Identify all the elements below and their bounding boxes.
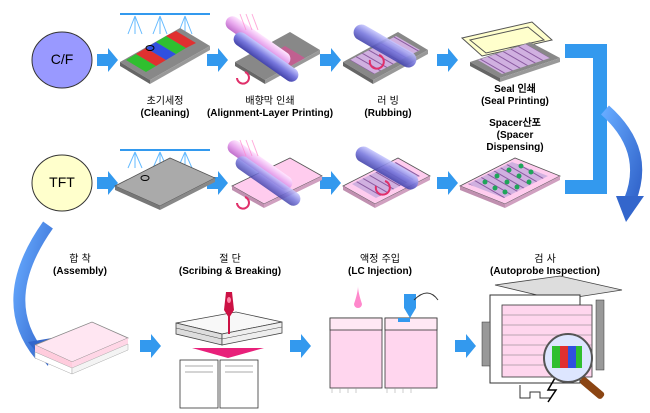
arrow-row3-1 xyxy=(140,334,161,358)
assembly-label-en: (Assembly) xyxy=(53,266,107,277)
alignment-cf-illustration xyxy=(225,13,320,85)
assembly-illustration xyxy=(33,321,129,375)
spacer-label-en1: (Spacer xyxy=(496,130,534,141)
arrow-row2-4 xyxy=(437,171,458,195)
rubbing-tft-illustration xyxy=(342,146,431,208)
alignment-tft-illustration xyxy=(227,139,323,210)
spacer-label: Spacer산포 (Spacer Dispensing) xyxy=(470,118,560,154)
rubbing-label-en: (Rubbing) xyxy=(364,108,412,119)
scribing-illustration xyxy=(175,292,283,409)
arrow-row1-4 xyxy=(437,48,458,72)
arrow-row3-2 xyxy=(290,334,311,358)
curve-arrow-right xyxy=(600,105,644,222)
arrow-row1-2 xyxy=(207,48,228,72)
alignment-label-en: (Alignment-Layer Printing) xyxy=(206,108,334,119)
inspection-label-en: (Autoprobe Inspection) xyxy=(490,266,600,277)
scribing-label-en: (Scribing & Breaking) xyxy=(178,266,282,277)
seal-label: Seal 인쇄 (Seal Printing) xyxy=(470,84,560,108)
assembly-label: 합 착 (Assembly) xyxy=(40,254,120,278)
alignment-label-ko: 배향막 인쇄 xyxy=(245,96,295,107)
inspection-label-ko: 검 사 xyxy=(534,254,556,265)
cleaning-label-en: (Cleaning) xyxy=(140,108,190,119)
lc-injection-illustration xyxy=(329,286,439,393)
cleaning-label: 초기세정 (Cleaning) xyxy=(115,96,215,120)
scribing-label: 절 단 (Scribing & Breaking) xyxy=(165,254,295,278)
seal-label-en: (Seal Printing) xyxy=(481,96,549,107)
rubbing-label-ko: 러 빙 xyxy=(377,96,399,107)
arrow-row2-3 xyxy=(320,171,341,195)
merge-bracket xyxy=(565,44,607,194)
spacer-label-ko: Spacer산포 xyxy=(489,118,541,129)
arrow-row3-3 xyxy=(455,334,476,358)
cleaning-label-ko: 초기세정 xyxy=(146,96,184,107)
rubbing-label: 러 빙 (Rubbing) xyxy=(348,96,428,120)
alignment-label: 배향막 인쇄 (Alignment-Layer Printing) xyxy=(200,96,340,120)
spacer-label-en2: Dispensing) xyxy=(486,142,544,153)
lc-label-ko: 액정 주입 xyxy=(360,254,400,265)
cleaning-tft-illustration xyxy=(114,149,216,210)
inspection-illustration xyxy=(481,275,623,403)
cf-label: C/F xyxy=(50,51,74,67)
seal-cf-illustration xyxy=(460,21,560,82)
arrow-row1-1 xyxy=(97,48,118,72)
arrow-row2-1 xyxy=(97,171,118,195)
seal-label-ko: Seal 인쇄 xyxy=(494,84,536,95)
lc-label-en: (LC Injection) xyxy=(348,266,412,277)
inspection-label: 검 사 (Autoprobe Inspection) xyxy=(480,254,610,278)
spacer-tft-illustration xyxy=(459,157,561,208)
scribing-label-ko: 절 단 xyxy=(219,254,241,265)
cleaning-cf-illustration xyxy=(120,13,210,84)
rubbing-cf-illustration xyxy=(343,24,428,84)
cf-ellipse xyxy=(31,31,93,89)
arrow-row1-3 xyxy=(320,48,341,72)
lc-label: 액정 주입 (LC Injection) xyxy=(330,254,430,278)
tft-label: TFT xyxy=(49,174,75,190)
assembly-label-ko: 합 착 xyxy=(69,254,91,265)
tft-ellipse xyxy=(31,154,93,212)
